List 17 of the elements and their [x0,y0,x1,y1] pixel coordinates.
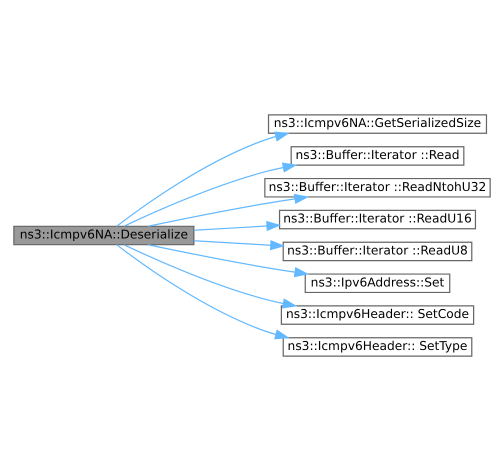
node-box: ns3::Buffer::Iterator ::Read [290,146,464,166]
node-box: ns3::Buffer::Iterator ::ReadNtohU32 [264,178,491,198]
node-box: ns3::Buffer::Iterator ::ReadU16 [278,210,476,230]
arrow [116,132,290,227]
arrow [194,220,282,232]
node-box: ns3::Ipv6Address::Set [304,273,450,294]
arrow [124,162,298,227]
arrow [124,244,298,308]
node-box: ns3::Icmpv6NA::GetSerializedSize [268,114,488,134]
node-box: ns3::Icmpv6Header:: SetType [282,337,472,357]
arrow [116,244,290,340]
arrow [148,244,310,278]
node-box: ns3::Buffer::Iterator ::ReadU8 [282,242,472,262]
node-box: ns3::Icmpv6Header:: SetCode [280,305,474,325]
arrow [148,194,310,227]
node-box: ns3::Icmpv6NA::Deserialize [13,226,194,246]
arrow [194,240,285,250]
